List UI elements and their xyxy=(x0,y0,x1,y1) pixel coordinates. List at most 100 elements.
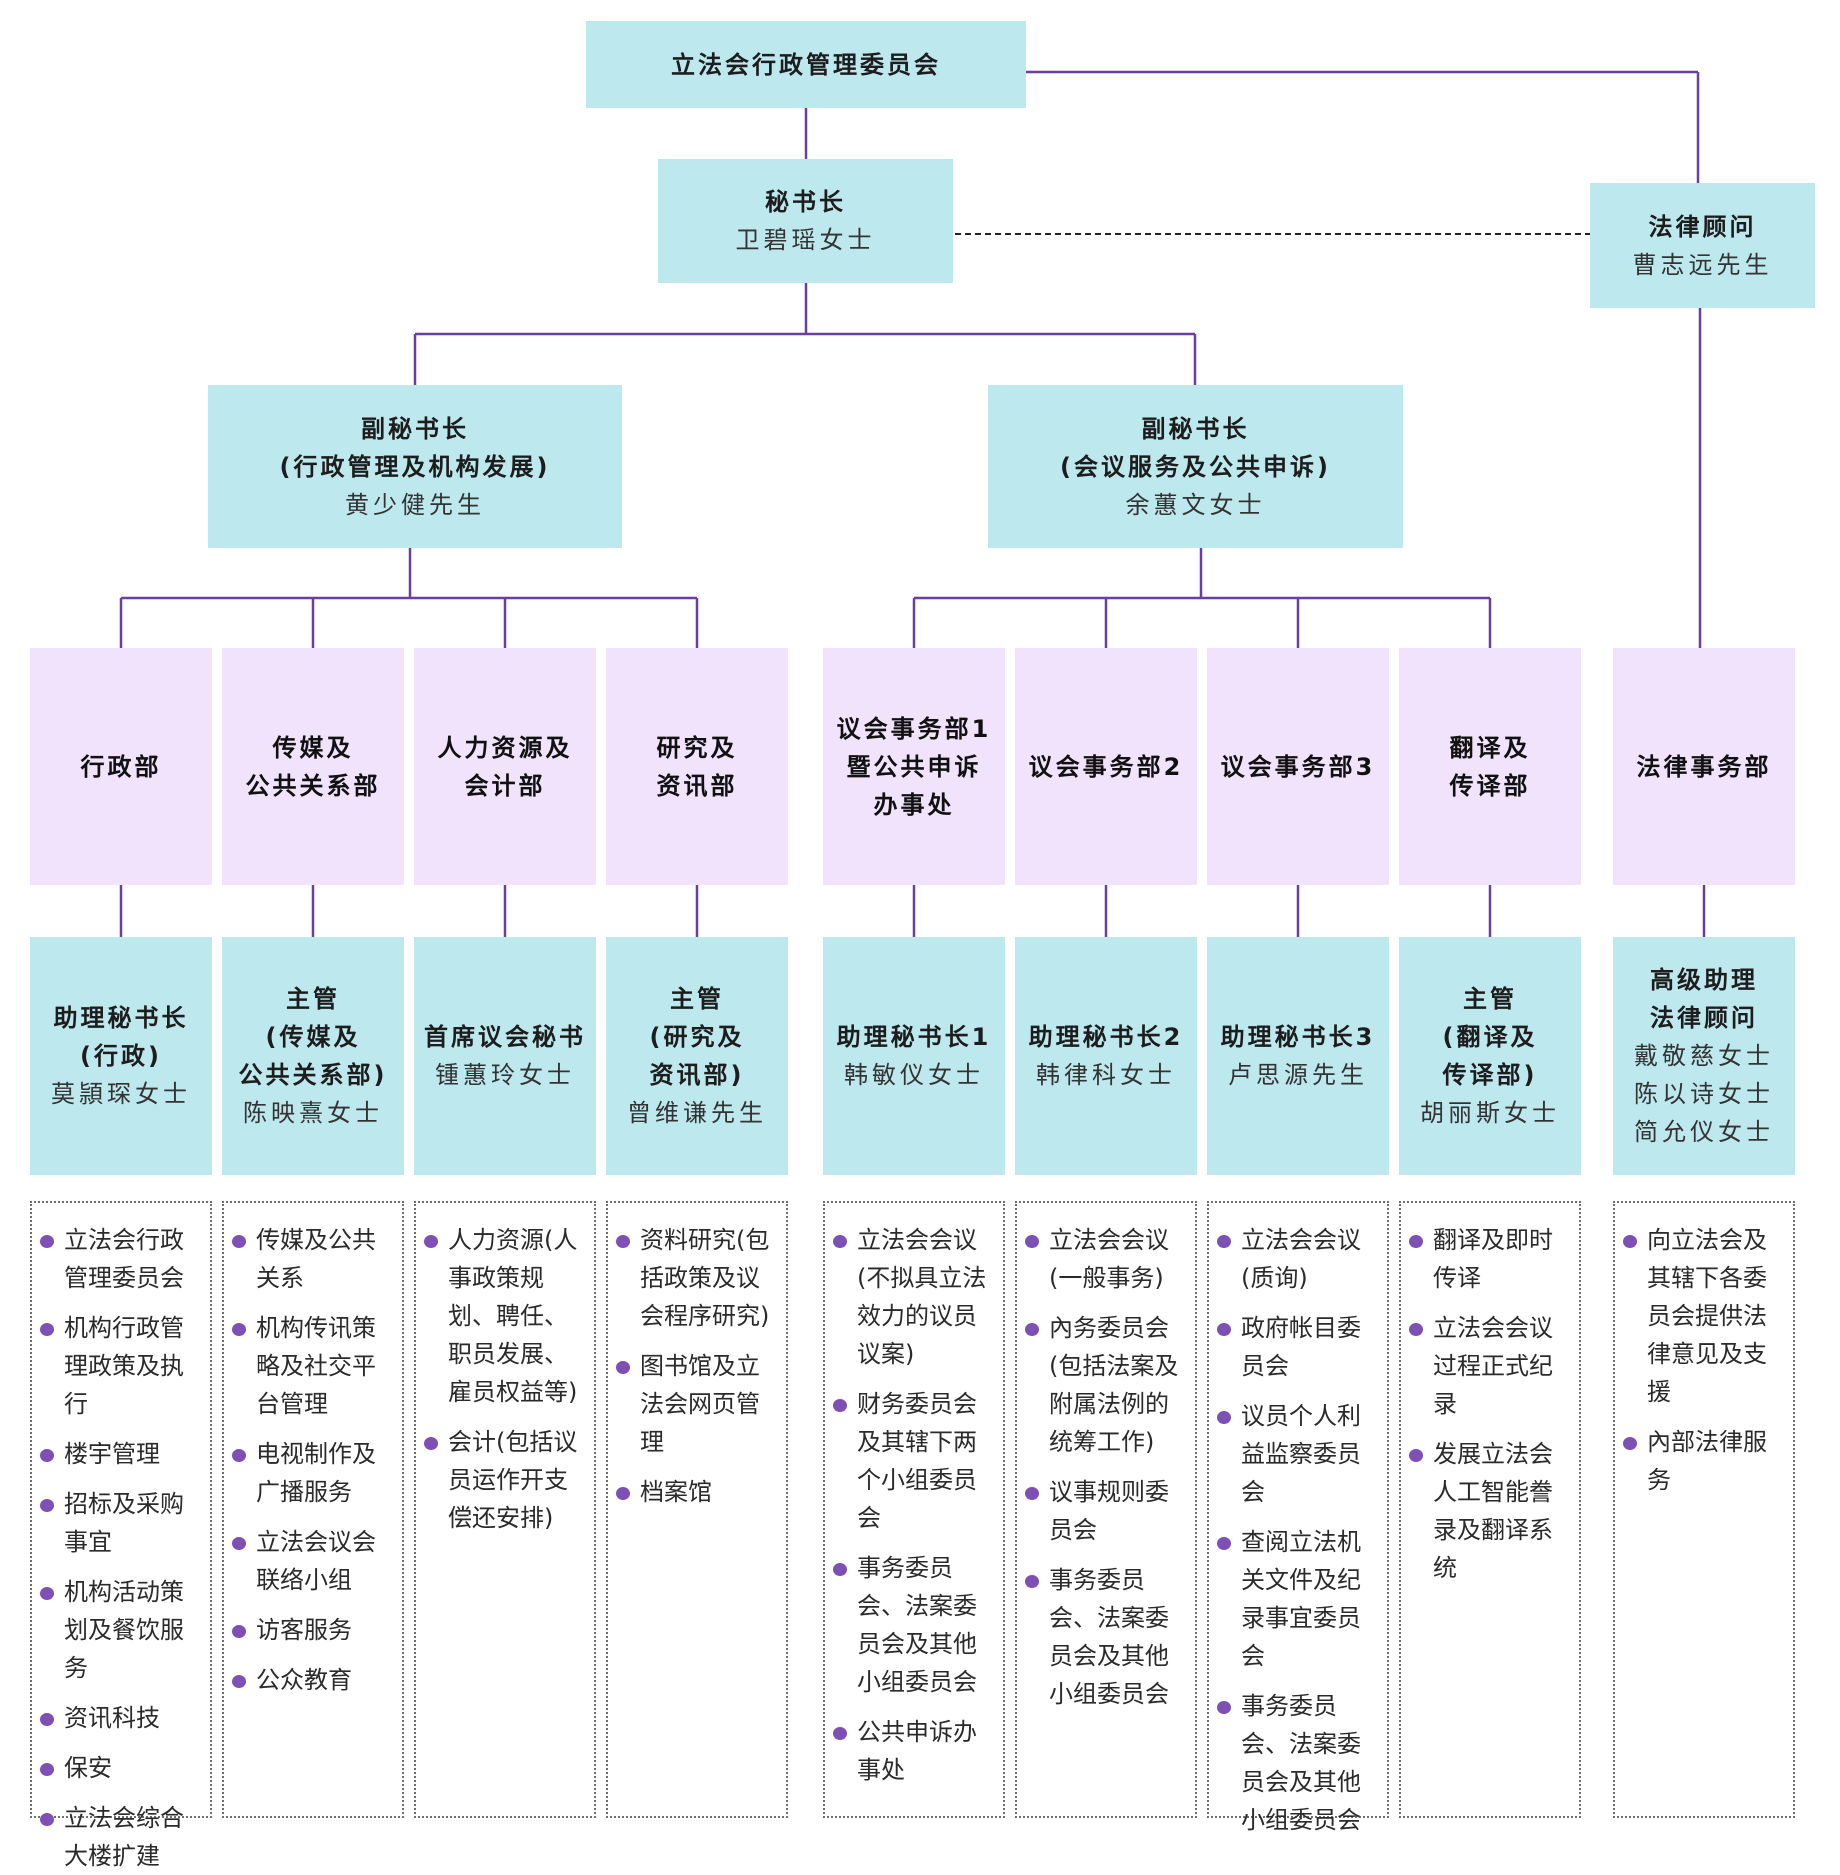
duties-box: 立法会会议(不拟具立法效力的议员议案) 财务委员会及其辖下两个小组委员会事务委员会… xyxy=(823,1201,1005,1818)
deputy-box-council: 副秘书长 (会议服务及公共申诉) 余蕙文女士 xyxy=(988,385,1403,548)
duties-list: 立法会行政管理委员会机构行政管理政策及执行楼宇管理招标及采购事宜机构活动策划及餐… xyxy=(38,1221,206,1875)
duties-list: 立法会会议(质询)政府帐目委员会议员个人利益监察委员会查阅立法机关文件及纪录事宜… xyxy=(1215,1221,1383,1839)
duty-item: 电视制作及广播服务 xyxy=(230,1435,398,1511)
duty-text: 档案馆 xyxy=(640,1478,712,1506)
bullet-icon xyxy=(232,1537,246,1550)
officer-title-line: 资讯部) xyxy=(649,1061,745,1089)
duties-list: 翻译及即时传译立法会会议过程正式纪录发展立法会人工智能誊录及翻译系统 xyxy=(1407,1221,1575,1587)
department-name-line: 行政部 xyxy=(80,752,162,781)
duty-text: 财务委员会及其辖下两个小组委员会 xyxy=(857,1390,977,1532)
bullet-icon xyxy=(1623,1437,1637,1450)
bullet-icon xyxy=(1217,1323,1231,1336)
bullet-icon xyxy=(40,1499,54,1512)
duty-item: 立法会会议过程正式纪录 xyxy=(1407,1309,1575,1423)
bullet-icon xyxy=(40,1323,54,1336)
bullet-icon xyxy=(40,1763,54,1776)
officer-box: 主管(翻译及传译部)胡丽斯女士 xyxy=(1399,937,1581,1175)
officer-name: 戴敬慈女士 xyxy=(1634,1042,1774,1070)
officer-title-line: 首席议会秘书 xyxy=(424,1023,586,1051)
duty-text: 资讯科技 xyxy=(64,1704,160,1732)
officer-box: 助理秘书长(行政)莫頴琛女士 xyxy=(30,937,212,1175)
duty-item: 內务委员会(包括法案及附属法例的统筹工作) xyxy=(1023,1309,1191,1461)
duty-text: 访客服务 xyxy=(256,1616,352,1644)
duty-item: 立法会综合大楼扩建 xyxy=(38,1799,206,1875)
deputy-box-admin: 副秘书长 (行政管理及机构发展) 黄少健先生 xyxy=(208,385,622,548)
bullet-icon xyxy=(424,1437,438,1450)
deputy-subtitle: (会议服务及公共申诉) xyxy=(1060,452,1331,481)
duty-text: 机构传讯策略及社交平台管理 xyxy=(256,1314,376,1418)
officer-name: 陈映熹女士 xyxy=(243,1099,383,1127)
bullet-icon xyxy=(232,1235,246,1248)
officer-title-line: 公共关系部) xyxy=(238,1061,388,1089)
commission-title: 立法会行政管理委员会 xyxy=(671,50,941,79)
department-box: 人力资源及会计部 xyxy=(414,648,596,885)
officer-name: 韩律科女士 xyxy=(1036,1061,1176,1089)
commission-box: 立法会行政管理委员会 xyxy=(586,21,1026,108)
duty-item: 传媒及公共关系 xyxy=(230,1221,398,1297)
officer-name: 卢思源先生 xyxy=(1228,1061,1368,1089)
secretary-general-box: 秘书长 卫碧瑶女士 xyxy=(658,159,953,283)
duties-list: 资料研究(包括政策及议会程序研究)图书馆及立法会网页管理档案馆 xyxy=(614,1221,782,1511)
bullet-icon xyxy=(833,1563,847,1576)
bullet-icon xyxy=(232,1675,246,1688)
duty-text: 人力资源(人事政策规划、聘任、职员发展、雇员权益等) xyxy=(448,1226,578,1406)
duty-text: 事务委员会、法案委员会及其他小组委员会 xyxy=(1049,1566,1169,1708)
officer-name: 锺蕙玲女士 xyxy=(435,1061,575,1089)
duty-text: 立法会会议(质询) xyxy=(1241,1226,1361,1292)
duty-text: 保安 xyxy=(64,1754,112,1782)
duty-item: 发展立法会人工智能誊录及翻译系统 xyxy=(1407,1435,1575,1587)
bullet-icon xyxy=(616,1235,630,1248)
duty-item: 立法会会议(不拟具立法效力的议员议案) xyxy=(831,1221,999,1373)
duty-item: 立法会会议(质询) xyxy=(1215,1221,1383,1297)
bullet-icon xyxy=(833,1399,847,1412)
duty-item: 机构传讯策略及社交平台管理 xyxy=(230,1309,398,1423)
department-name-line: 法律事务部 xyxy=(1636,752,1772,781)
duty-text: 机构活动策划及餐饮服务 xyxy=(64,1578,184,1682)
department-name-line: 传译部 xyxy=(1449,771,1531,800)
duty-text: 公众教育 xyxy=(256,1666,352,1694)
officer-box: 高级助理法律顾问戴敬慈女士陈以诗女士简允仪女士 xyxy=(1613,937,1795,1175)
bullet-icon xyxy=(40,1587,54,1600)
department-name-line: 传媒及 xyxy=(272,733,354,762)
officer-title-line: (研究及 xyxy=(649,1023,745,1051)
duty-text: 立法会议会联络小组 xyxy=(256,1528,376,1594)
bullet-icon xyxy=(1217,1537,1231,1550)
legal-adviser-name: 曹志远先生 xyxy=(1632,250,1773,279)
secretary-general-title: 秘书长 xyxy=(765,188,846,216)
duty-text: 传媒及公共关系 xyxy=(256,1226,376,1292)
duties-box: 人力资源(人事政策规划、聘任、职员发展、雇员权益等)会计(包括议员运作开支偿还安… xyxy=(414,1201,596,1818)
duty-item: 机构行政管理政策及执行 xyxy=(38,1309,206,1423)
duty-text: 翻译及即时传译 xyxy=(1433,1226,1553,1292)
department-name-line: 资讯部 xyxy=(656,771,738,800)
duty-item: 公众教育 xyxy=(230,1661,398,1699)
bullet-icon xyxy=(1025,1235,1039,1248)
duties-box: 向立法会及其辖下各委员会提供法律意见及支援內部法律服务 xyxy=(1613,1201,1795,1818)
duty-item: 保安 xyxy=(38,1749,206,1787)
bullet-icon xyxy=(1623,1235,1637,1248)
officer-name: 简允仪女士 xyxy=(1634,1118,1774,1146)
officer-title-line: (传媒及 xyxy=(265,1023,361,1051)
department-name-line: 办事处 xyxy=(873,790,955,819)
officer-title-line: 主管 xyxy=(286,985,340,1013)
department-box: 翻译及传译部 xyxy=(1399,648,1581,885)
officer-box: 首席议会秘书锺蕙玲女士 xyxy=(414,937,596,1175)
duty-item: 议事规则委员会 xyxy=(1023,1473,1191,1549)
duties-box: 立法会行政管理委员会机构行政管理政策及执行楼宇管理招标及采购事宜机构活动策划及餐… xyxy=(30,1201,212,1870)
duty-text: 事务委员会、法案委员会及其他小组委员会 xyxy=(857,1554,977,1696)
duty-item: 图书馆及立法会网页管理 xyxy=(614,1347,782,1461)
duties-list: 立法会会议(不拟具立法效力的议员议案) 财务委员会及其辖下两个小组委员会事务委员会… xyxy=(831,1221,999,1789)
duty-item: 楼宇管理 xyxy=(38,1435,206,1473)
officer-title-line: 法律顾问 xyxy=(1650,1004,1758,1032)
duties-box: 翻译及即时传译立法会会议过程正式纪录发展立法会人工智能誊录及翻译系统 xyxy=(1399,1201,1581,1818)
duty-text: 政府帐目委员会 xyxy=(1241,1314,1361,1380)
duty-item: 立法会议会联络小组 xyxy=(230,1523,398,1599)
officer-name: 莫頴琛女士 xyxy=(51,1080,191,1108)
deputy-name: 余蕙文女士 xyxy=(1125,490,1266,519)
legal-adviser-box: 法律顾问 曹志远先生 xyxy=(1590,183,1815,308)
officer-title-line: 助理秘书长2 xyxy=(1028,1023,1184,1051)
duty-item: 政府帐目委员会 xyxy=(1215,1309,1383,1385)
duty-item: 翻译及即时传译 xyxy=(1407,1221,1575,1297)
